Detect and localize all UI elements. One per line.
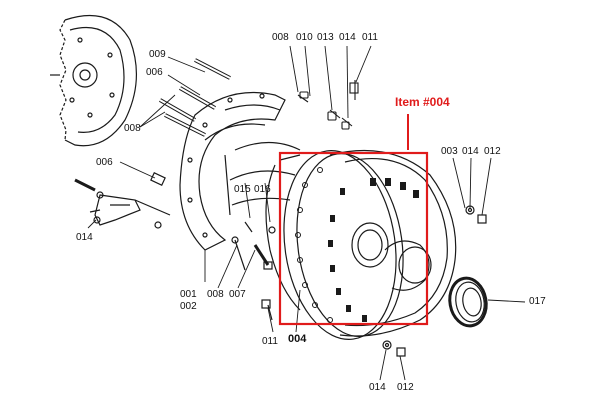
part-label-002: 002 [180,301,197,312]
part-label-006-lower: 006 [96,157,113,168]
coupling-hub [265,149,457,340]
part-label-006-upper: 006 [146,67,163,78]
bell-housing [179,92,301,251]
part-label-011-top: 011 [362,32,378,43]
part-label-014-right: 014 [462,146,479,157]
part-label-014-left: 014 [76,232,93,243]
part-label-014-top: 014 [339,32,356,43]
part-label-004: 004 [288,333,307,345]
part-label-013: 013 [317,32,334,43]
part-label-008-top: 008 [272,32,289,43]
item-004-highlight [278,114,429,326]
flywheel-gear [50,14,137,147]
part-label-008-bottom: 008 [207,289,224,300]
part-label-014-bottom: 014 [369,382,386,393]
part-label-008-left: 008 [124,123,141,134]
bolts-bottom [261,299,406,357]
seal-ring [448,276,488,328]
part-label-012-right: 012 [484,146,501,157]
part-label-001: 001 [180,289,197,300]
highlight-box [278,151,429,326]
bolts-top [297,80,359,130]
bolts-lower-left [231,221,276,271]
part-label-011-bottom: 011 [262,336,278,347]
part-label-017: 017 [529,296,546,307]
studs-group [159,58,231,137]
part-label-003: 003 [441,146,458,157]
part-label-009: 009 [149,49,166,60]
part-label-007: 007 [229,289,246,300]
callout-label: Item #004 [395,95,450,109]
leader-lines [87,45,526,381]
part-label-015: 015 [234,184,251,195]
part-label-016: 016 [254,184,271,195]
bracket [74,178,171,229]
part-label-010: 010 [296,32,313,43]
part-label-012-bottom: 012 [397,382,414,393]
